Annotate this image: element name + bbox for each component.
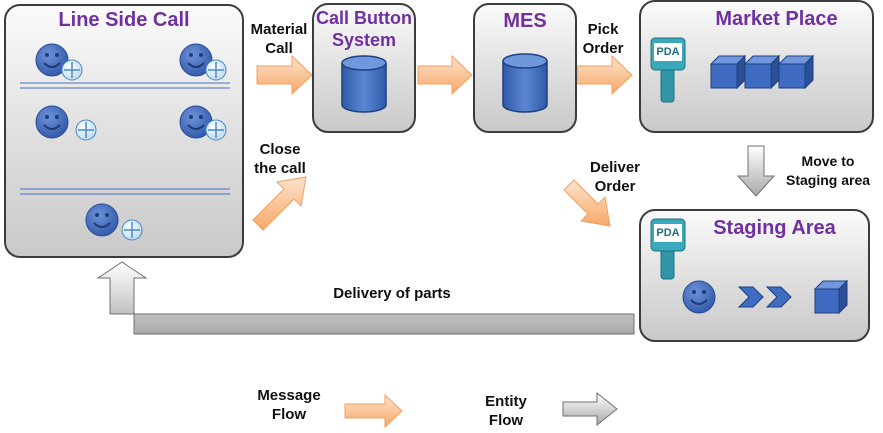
call-plus-icon [61,59,83,81]
staging-area-title: Staging Area [713,217,836,239]
legend-entity-flow-label: Entity Flow [485,393,527,429]
call-to-mes-arrow [417,54,473,96]
deliver-order-arrow [563,179,611,227]
call-button-system-title: Call Button System [316,8,412,50]
parts-crate-icon [743,54,781,90]
call-plus-icon [75,119,97,141]
move-to-staging-label: Move to Staging area [785,153,871,188]
parts-crate-icon [813,279,849,315]
call-plus-icon [205,59,227,81]
operator-smiley-icon [682,280,716,314]
line-side-call-contents [20,43,230,241]
material-call-arrow [256,54,313,96]
market-place-title: Market Place [715,8,838,30]
move-to-staging-arrow [736,145,776,197]
material-call-label: Material Call [250,21,308,57]
operator-smiley-icon [179,105,213,139]
line-side-call-title: Line Side Call [58,9,190,31]
call-button-system-box: Call Button System [312,3,416,133]
legend-entity-flow-arrow [562,391,618,427]
close-the-call-label: Close the call [254,141,306,177]
pda-icon [650,37,686,103]
pick-order-label: Pick Order [582,21,624,57]
chevron-right-icon [765,286,792,308]
mes-title: MES [503,10,547,32]
delivery-of-parts-arrow [96,261,635,335]
legend-message-flow-arrow [344,393,403,429]
mes-box: MES [473,3,577,133]
legend-message-flow-label: Message Flow [257,387,321,423]
operator-smiley-icon [179,43,213,77]
database-icon [341,55,387,113]
parts-crate-icon [709,54,747,90]
line-side-call-box: Line Side Call [4,4,244,258]
close-the-call-arrow [252,176,307,231]
operator-smiley-icon [35,105,69,139]
staging-area-box: Staging Area PDA [639,209,870,342]
staging-area-contents [650,218,849,315]
operator-smiley-icon [35,43,69,77]
pick-order-arrow [576,54,633,96]
pda-icon [650,218,686,280]
deliver-order-label: Deliver Order [589,159,641,195]
operator-smiley-icon [85,203,119,237]
pda-label: PDA [656,227,680,239]
market-place-box: Market Place PDA [639,0,874,133]
parts-crate-icon [777,54,815,90]
call-plus-icon [121,219,143,241]
chevron-right-icon [737,286,764,308]
market-place-contents [650,37,815,103]
delivery-of-parts-label: Delivery of parts [333,285,451,302]
database-icon [502,53,548,113]
call-plus-icon [205,119,227,141]
pda-label: PDA [656,46,680,58]
